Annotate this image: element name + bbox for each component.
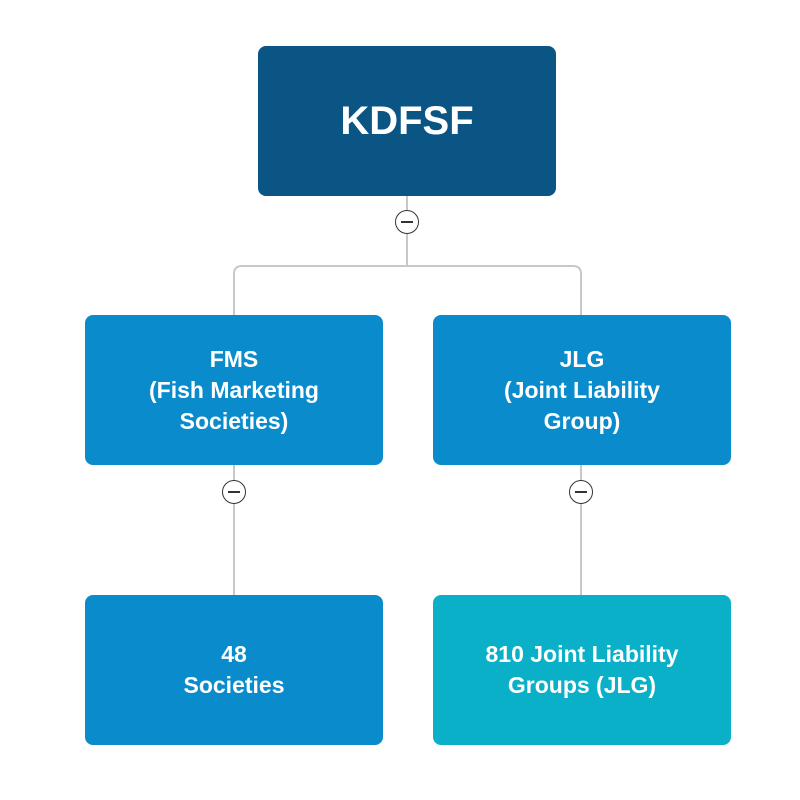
node-fms-line1: FMS — [209, 345, 259, 372]
node-jlg[interactable]: JLG (Joint Liability Group) — [433, 315, 731, 465]
node-fms-line3: Societies) — [179, 407, 289, 434]
node-jlg-line3: Group) — [543, 407, 621, 434]
node-jlg-groups-line1: 810 Joint Liability — [485, 641, 679, 667]
collapse-minus-icon[interactable] — [222, 480, 246, 504]
node-societies[interactable]: 48 Societies — [85, 595, 383, 745]
node-jlg-groups[interactable]: 810 Joint Liability Groups (JLG) — [433, 595, 731, 745]
node-jlg-groups-line2: Groups (JLG) — [507, 672, 657, 698]
node-societies-line2: Societies — [183, 672, 285, 698]
node-fms[interactable]: FMS (Fish Marketing Societies) — [85, 315, 383, 465]
collapse-minus-icon[interactable] — [395, 210, 419, 234]
node-kdfsf-label: KDFSF — [340, 98, 474, 143]
node-kdfsf[interactable]: KDFSF — [258, 46, 556, 196]
collapse-minus-icon[interactable] — [569, 480, 593, 504]
node-jlg-line1: JLG — [559, 345, 605, 372]
node-jlg-line2: (Joint Liability — [504, 376, 660, 403]
node-fms-line2: (Fish Marketing — [149, 376, 319, 403]
node-societies-line1: 48 — [221, 641, 247, 667]
